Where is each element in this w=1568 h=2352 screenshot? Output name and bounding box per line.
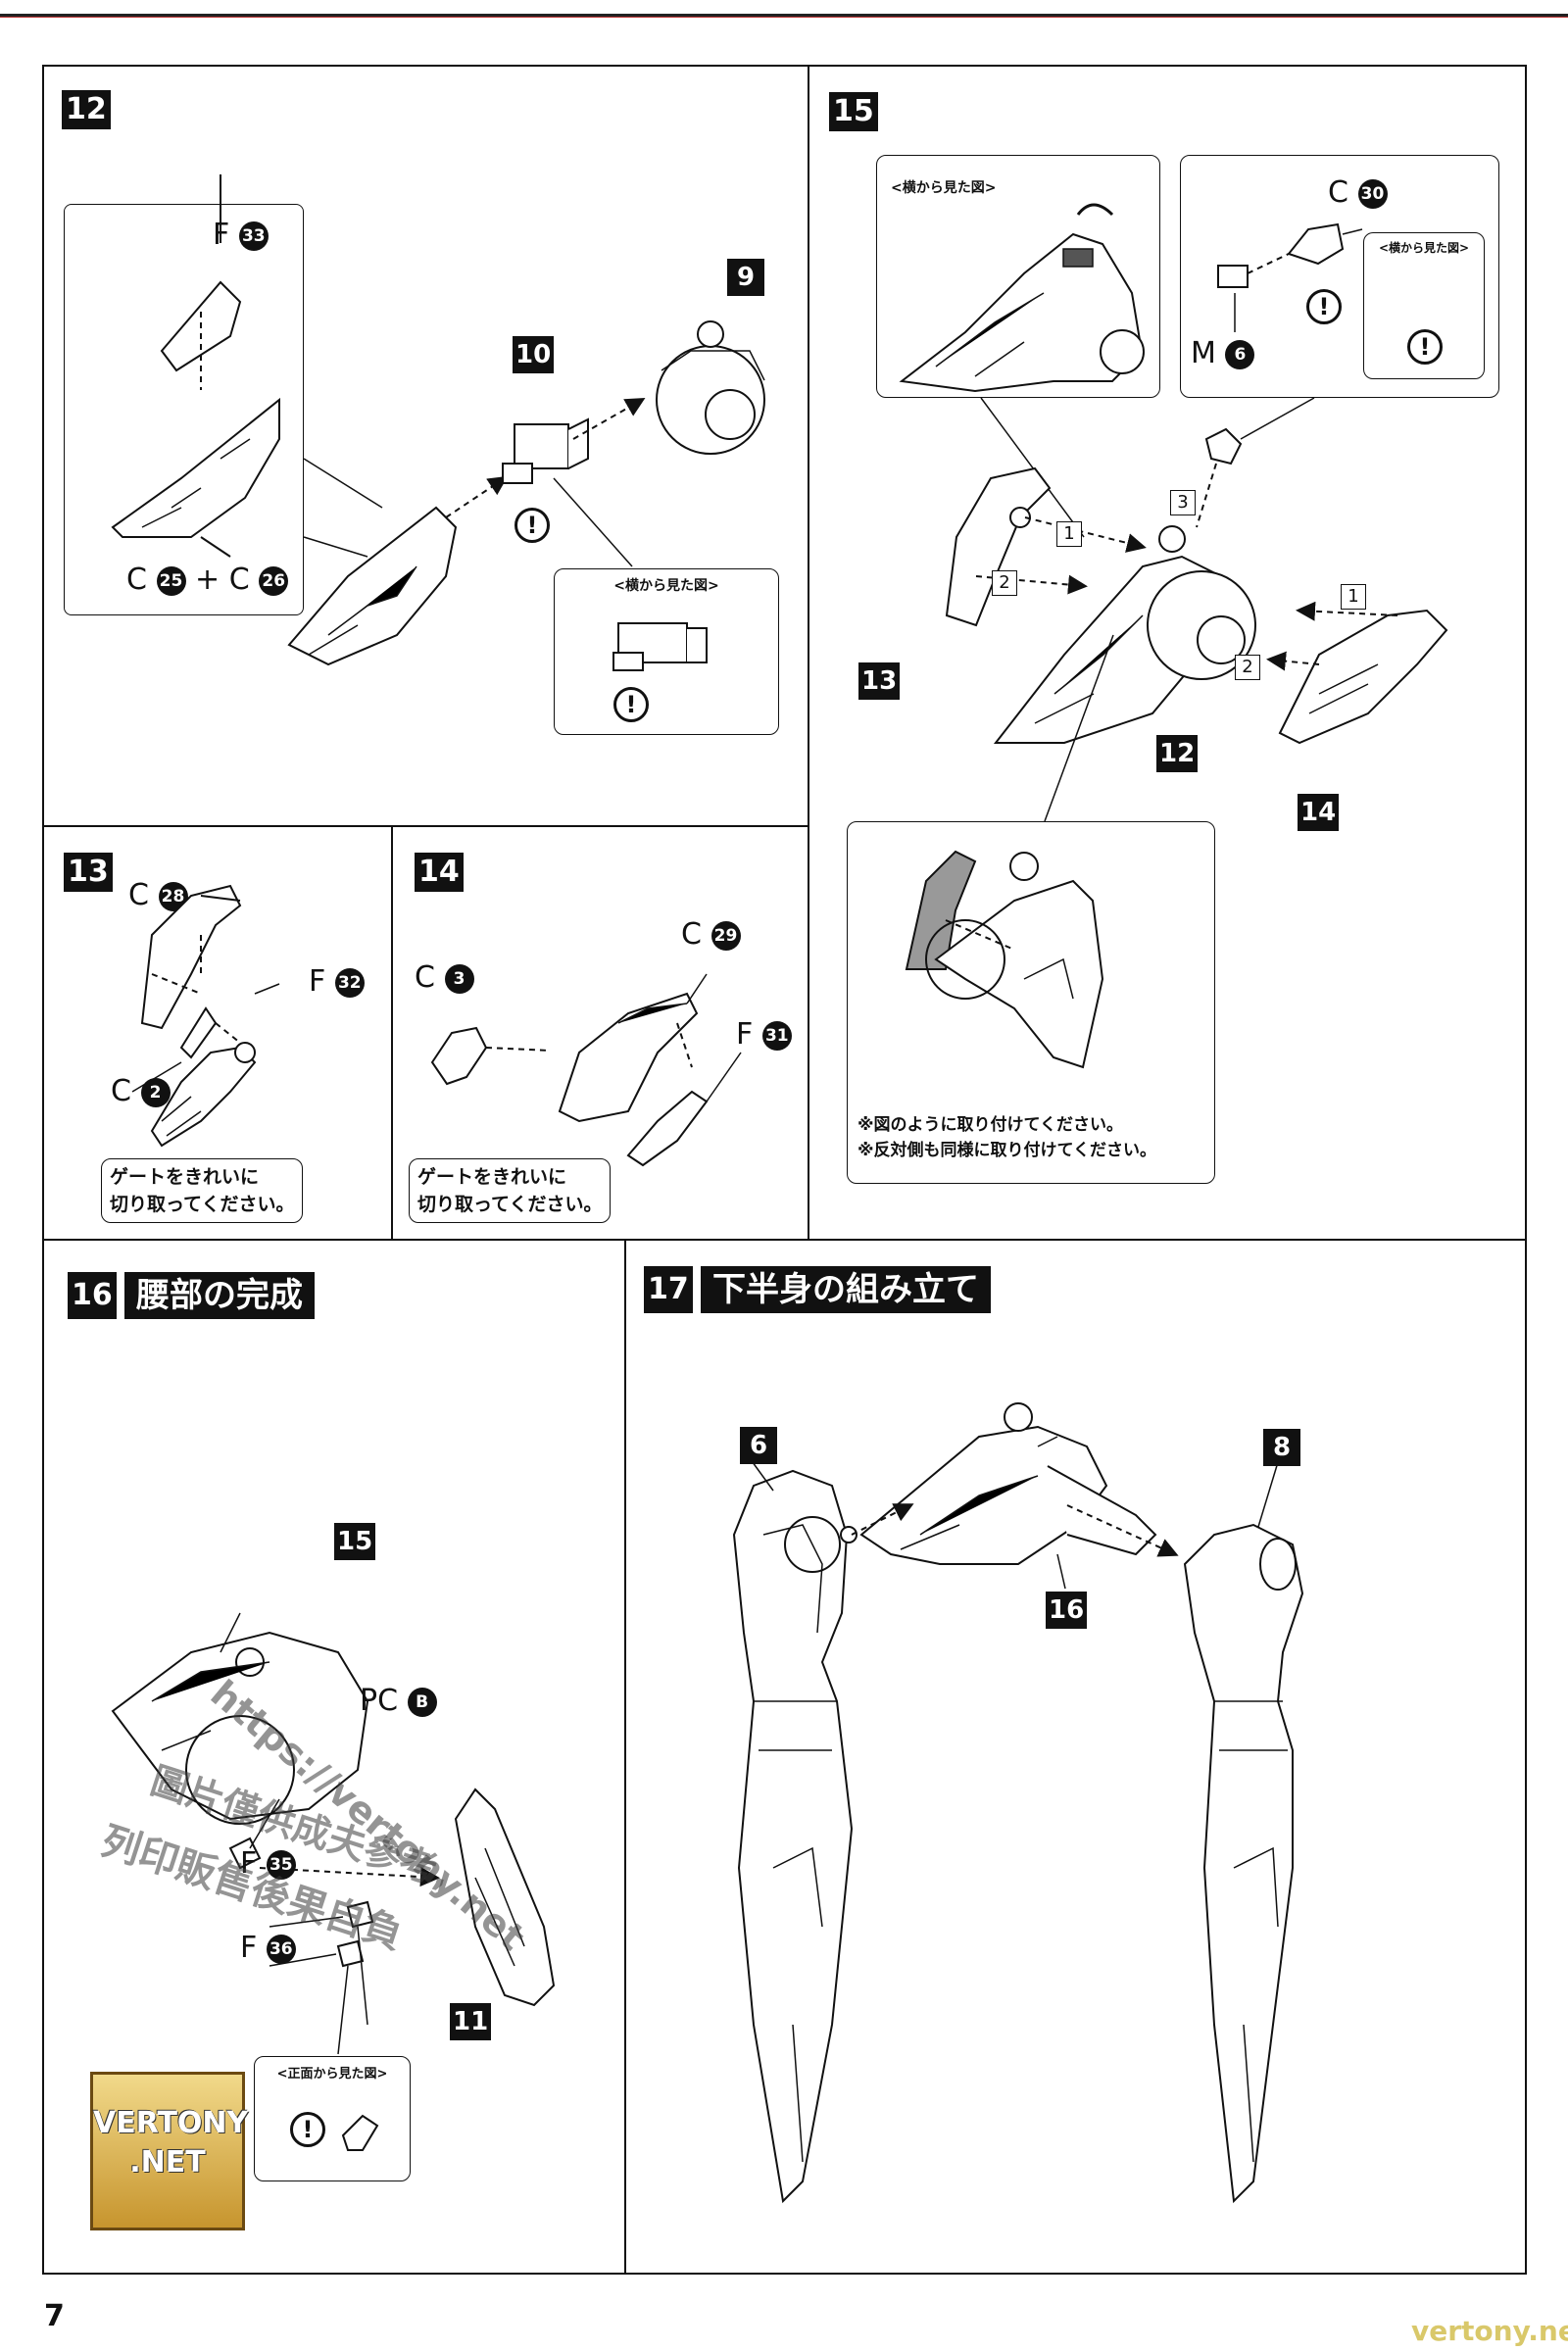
step-title: 下半身の組み立て xyxy=(701,1266,991,1313)
attachment-note: ※図のように取り付けてください。 ※反対側も同様に取り付けてください。 xyxy=(858,1115,1157,1160)
sequence-badge: 1 xyxy=(1341,584,1366,610)
step-14-drawing xyxy=(430,973,742,1167)
callout-title: <横から見た図> xyxy=(1378,241,1470,255)
step-number: 13 xyxy=(64,853,113,892)
front-view-drawing xyxy=(341,2114,379,2151)
step-number: 17 xyxy=(644,1266,693,1313)
warning-icon: ! xyxy=(1306,289,1342,324)
part-label-c25-c26: C 25 + C 26 xyxy=(126,564,289,596)
step-15-panel: 15 <横から見た図> C 30 M 6 ! xyxy=(808,65,1527,1241)
callout-title: <横から見た図> xyxy=(891,180,997,196)
warning-icon: ! xyxy=(290,2112,325,2147)
ref-part-16: 16 xyxy=(1046,1592,1088,1629)
warning-icon: ! xyxy=(613,687,649,722)
ref-part-12: 12 xyxy=(1156,735,1199,772)
attachment-drawing xyxy=(905,850,1104,1069)
top-rule-accent xyxy=(0,17,1568,18)
part-label-f33: F 33 xyxy=(213,220,269,251)
step-number: 16 xyxy=(68,1272,117,1319)
small-side-view-callout: <横から見た図> ! xyxy=(1363,232,1485,379)
gate-cut-note: ゲートをきれいに 切り取ってください。 xyxy=(409,1158,612,1223)
attachment-callout: ※図のように取り付けてください。 ※反対側も同様に取り付けてください。 xyxy=(847,821,1215,1184)
part-label-f31: F 31 xyxy=(736,1019,792,1051)
step-number: 12 xyxy=(62,90,111,129)
step-16-drawing xyxy=(111,1612,556,2055)
warning-icon: ! xyxy=(514,508,550,543)
side-view-callout: <横から見た図> xyxy=(876,155,1160,398)
part-label-pcb: PC B xyxy=(360,1686,437,1717)
side-view-callout: <横から見た図> ! xyxy=(554,568,779,735)
part-label-c3: C 3 xyxy=(415,962,474,994)
ref-part-14: 14 xyxy=(1298,794,1340,831)
part-detail-callout: C 30 M 6 ! <横から見た図> ! xyxy=(1180,155,1499,398)
ref-part-9: 9 xyxy=(727,259,764,296)
sequence-badge: 2 xyxy=(992,570,1017,596)
step-17-drawing xyxy=(732,1402,1304,2204)
part-label-c2: C 2 xyxy=(111,1076,171,1107)
step-13-panel: 13 C 28 F 32 C 2 ゲートをきれいに 切り取ってください。 xyxy=(42,825,393,1241)
step-12-drawing xyxy=(111,174,765,666)
ref-part-8: 8 xyxy=(1263,1429,1300,1466)
sequence-badge: 2 xyxy=(1235,655,1260,680)
part-label-m6: M 6 xyxy=(1191,338,1255,369)
gate-cut-note: ゲートをきれいに 切り取ってください。 xyxy=(101,1158,304,1223)
callout-title: <正面から見た図> xyxy=(276,2067,388,2082)
step-number: 14 xyxy=(415,853,464,892)
ref-part-11: 11 xyxy=(450,2003,492,2040)
side-view-drawing xyxy=(899,203,1145,393)
step-15-assembly-drawing xyxy=(945,397,1448,822)
part-label-c28: C 28 xyxy=(128,880,188,911)
site-footer: vertony.net xyxy=(1411,2315,1568,2347)
sequence-badge: 3 xyxy=(1170,490,1196,515)
side-view-drawing xyxy=(612,622,708,671)
ref-part-10: 10 xyxy=(513,336,555,373)
warning-icon: ! xyxy=(1407,329,1443,365)
part-label-f35: F 35 xyxy=(240,1848,296,1880)
part-label-c29: C 29 xyxy=(681,919,741,951)
step-17-panel: 17 下半身の組み立て 6 16 8 xyxy=(624,1239,1527,2275)
page-number: 7 xyxy=(44,2299,65,2333)
sequence-badge: 1 xyxy=(1056,521,1082,547)
part-detail-inset xyxy=(64,204,304,615)
step-number: 15 xyxy=(829,92,878,131)
front-view-callout: <正面から見た図> ! xyxy=(254,2056,411,2181)
vertony-logo: VERTONY .NET xyxy=(90,2072,248,2230)
step-16-panel: 16 腰部の完成 15 11 PC B F 35 F 36 xyxy=(42,1239,626,2275)
part-label-f36: F 36 xyxy=(240,1933,296,1964)
part-label-f32: F 32 xyxy=(309,966,365,998)
step-14-panel: 14 C 3 C 29 F 31 ゲートをきれいに 切り取ってください。 xyxy=(391,825,809,1241)
top-rule xyxy=(0,14,1568,17)
step-12-panel: 12 F 33 C 25 + C 26 xyxy=(42,65,809,827)
callout-title: <横から見た図> xyxy=(613,578,719,594)
step-title: 腰部の完成 xyxy=(124,1272,315,1319)
step-13-drawing xyxy=(131,884,280,1148)
ref-part-6: 6 xyxy=(740,1427,777,1464)
ref-part-13: 13 xyxy=(858,662,901,700)
part-label-c30: C 30 xyxy=(1328,177,1388,209)
ref-part-15: 15 xyxy=(334,1523,376,1560)
